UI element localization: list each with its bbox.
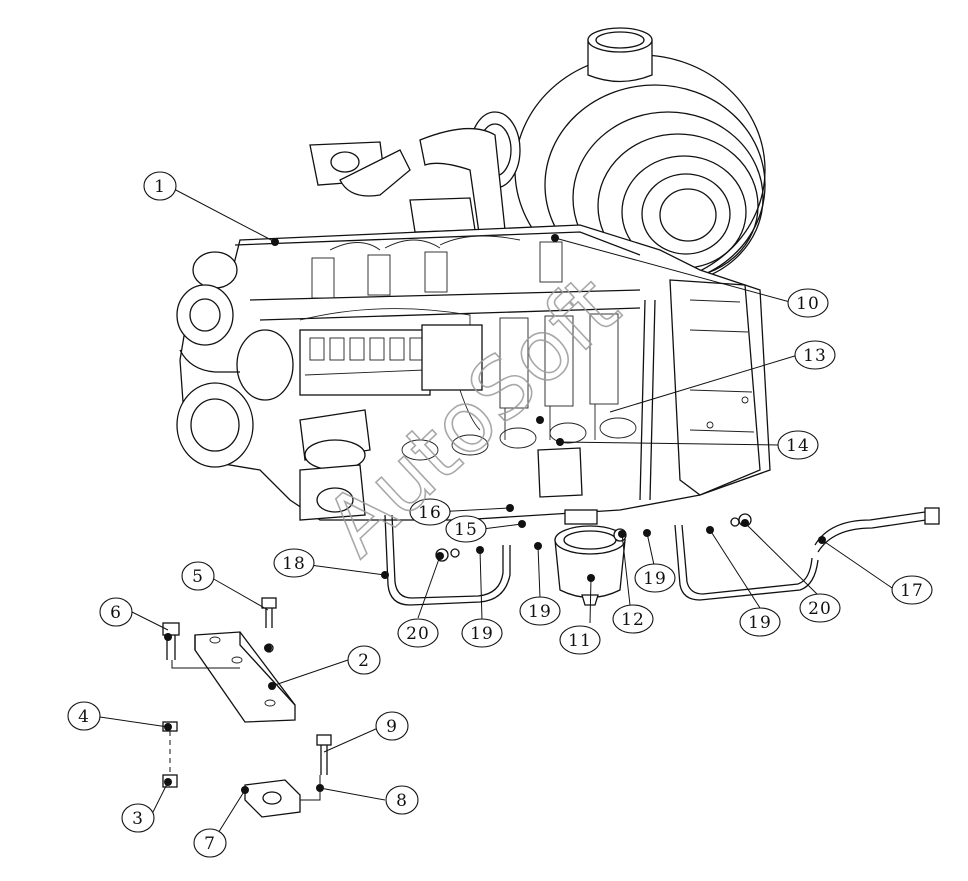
svg-text:9: 9 [386,717,398,737]
svg-text:19: 19 [748,613,772,633]
callout-19-a: 19 [461,618,503,648]
svg-text:19: 19 [528,602,552,622]
callout-11: 11 [559,625,601,655]
callout-7: 7 [193,828,227,858]
svg-text:13: 13 [803,346,827,366]
svg-text:6: 6 [110,603,122,623]
callout-16: 16 [409,498,451,526]
callout-15: 15 [445,515,487,543]
svg-text:12: 12 [621,610,645,630]
callout-12: 12 [612,604,654,634]
mounting-hardware [162,597,332,818]
callout-9: 9 [375,711,409,741]
svg-text:19: 19 [470,624,494,644]
callout-1: 1 [143,171,177,201]
engine-block [176,224,771,525]
leader-lines [99,187,896,839]
svg-text:14: 14 [786,436,810,456]
svg-text:10: 10 [796,294,820,314]
callout-19-c: 19 [634,563,676,593]
callout-14: 14 [777,430,819,460]
callout-19-b: 19 [519,596,561,626]
callout-bubbles: 1 2 3 4 5 6 7 8 9 10 11 12 13 14 15 16 1… [67,171,933,858]
svg-text:8: 8 [396,791,408,811]
callout-10: 10 [787,288,829,318]
callout-18: 18 [273,548,315,578]
callout-8: 8 [385,785,419,815]
turbo-pipework [309,111,521,241]
svg-text:15: 15 [454,520,478,540]
svg-text:3: 3 [132,809,144,829]
engine-assembly [162,27,940,818]
svg-text:17: 17 [900,581,924,601]
callout-6: 6 [99,597,133,627]
callout-13: 13 [794,340,836,370]
svg-text:18: 18 [282,554,306,574]
svg-text:2: 2 [358,651,370,671]
svg-text:19: 19 [643,569,667,589]
svg-text:11: 11 [568,631,592,651]
callout-dots [164,234,826,794]
svg-text:7: 7 [204,834,216,854]
svg-text:1: 1 [154,177,166,197]
svg-text:20: 20 [406,624,430,644]
svg-text:20: 20 [808,599,832,619]
callout-3: 3 [121,803,155,833]
callout-19-d: 19 [739,607,781,637]
svg-text:4: 4 [78,707,90,727]
callout-2: 2 [347,645,381,675]
callout-20-b: 20 [799,593,841,623]
callout-20-a: 20 [397,618,439,648]
callout-4: 4 [67,701,101,731]
svg-text:16: 16 [418,503,442,523]
fuel-filter [554,525,626,606]
callout-17: 17 [891,575,933,605]
svg-text:5: 5 [192,567,204,587]
callout-5: 5 [181,561,215,591]
